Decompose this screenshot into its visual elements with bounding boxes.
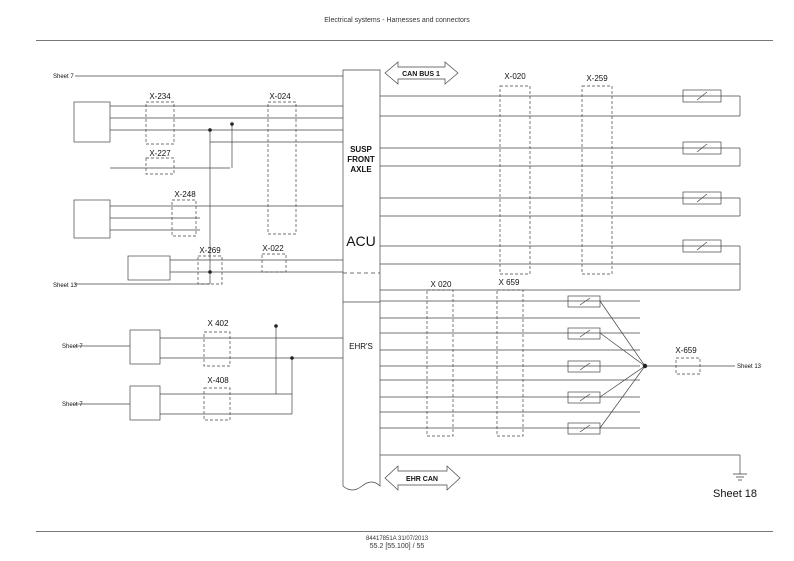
can-bus-1-label: CAN BUS 1: [402, 71, 440, 78]
coil-symbols: [579, 91, 708, 433]
ehr-can-arrow: [384, 465, 461, 491]
connector-label-x659-b: X-659: [675, 346, 697, 355]
ground-symbol: [733, 473, 747, 481]
connector-label-x022: X-022: [262, 244, 284, 253]
susp-label-1: SUSP: [350, 145, 372, 154]
valve-coils-lower: [567, 295, 601, 435]
connector-label-x402: X 402: [208, 319, 229, 328]
connector-label-x227: X-227: [149, 149, 171, 158]
valve-coils-upper: [682, 89, 722, 253]
sheet-ref-7-c: Sheet 7: [62, 402, 83, 408]
switch-2: [129, 385, 161, 421]
susp-label-2: FRONT: [347, 155, 375, 164]
connector-boxes: [145, 85, 701, 437]
sheet-ref-7-a: Sheet 7: [53, 74, 74, 80]
sheet-ref-13-a: Sheet 13: [53, 283, 78, 289]
acu-label: ACU: [346, 233, 376, 249]
connector-label-x024: X-024: [269, 92, 291, 101]
sheet-ref-7-b: Sheet 7: [62, 344, 83, 350]
sensor-1: [73, 101, 111, 143]
ehrs-label: EHR'S: [349, 342, 373, 351]
wires-left-upper: [75, 75, 343, 285]
footer-rule: [36, 531, 773, 532]
connector-label-x020-top: X-020: [504, 72, 526, 81]
doc-reference: 84417851A 31/07/2013: [365, 536, 429, 542]
connector-label-x269: X-269: [199, 246, 221, 255]
can-bus-1-arrow: [384, 61, 459, 85]
sheet-ref-18: Sheet 18: [713, 488, 757, 500]
connector-label-x408: X-408: [207, 376, 229, 385]
susp-label-3: AXLE: [350, 165, 372, 174]
connector-label-x659-a: X 659: [499, 278, 520, 287]
junction-dots: [208, 122, 648, 369]
connector-label-x248: X-248: [174, 190, 196, 199]
wires-right-upper: [380, 95, 741, 291]
sensor-2: [73, 199, 111, 239]
connector-label-x234: X-234: [149, 92, 171, 101]
acu-module-body: [342, 69, 381, 491]
sheet-ref-13-b: Sheet 13: [737, 364, 762, 370]
switch-1: [129, 329, 161, 365]
wires-right-lower: [380, 300, 741, 474]
connector-label-x020-bottom: X 020: [431, 280, 452, 289]
wires-left-lower: [75, 326, 343, 415]
sensor-3: [127, 255, 171, 281]
header-rule: [36, 40, 773, 41]
ehr-can-label: EHR CAN: [406, 476, 438, 483]
page-number: 55.2 [55.100] / 55: [369, 543, 425, 550]
page-header: Electrical systems - Harnesses and conne…: [324, 17, 470, 24]
connector-label-x259: X-259: [586, 74, 608, 83]
